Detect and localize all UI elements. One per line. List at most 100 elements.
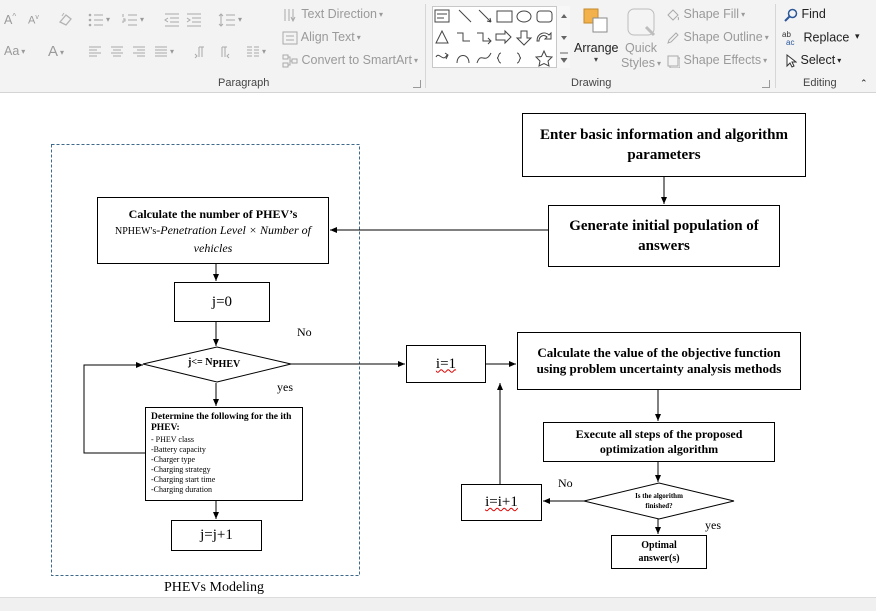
ii1-box[interactable]: i=i+1: [461, 484, 542, 521]
quick-styles-label-1: Quick: [625, 41, 657, 55]
numbering-icon: [122, 13, 137, 26]
rtl-button[interactable]: [216, 44, 230, 59]
ltr-button[interactable]: [194, 44, 208, 59]
execute-box[interactable]: Execute all steps of the proposed optimi…: [543, 422, 775, 462]
separator: [775, 4, 776, 88]
align-center-icon: [111, 46, 123, 57]
bullets-icon: [88, 13, 103, 27]
shrink-font-button[interactable]: Av: [28, 14, 39, 27]
quick-styles-icon: [627, 8, 656, 37]
line-spacing-icon: [218, 12, 235, 27]
find-button[interactable]: Find: [784, 7, 826, 22]
paint-bucket-icon: [667, 8, 679, 21]
enter-info-box[interactable]: Enter basic information and algorithm pa…: [522, 113, 806, 177]
increase-indent-button[interactable]: [186, 12, 202, 27]
phev-modeling-group-border: [51, 144, 360, 576]
finished-diamond: [583, 482, 735, 520]
arrange-button[interactable]: Arrange ▾: [574, 6, 618, 64]
finished-text: Is the algorithm finished?: [635, 492, 683, 510]
decrease-indent-button[interactable]: [164, 12, 180, 27]
no-label-1: No: [297, 325, 312, 339]
ltr-icon: [194, 46, 204, 59]
phev-modeling-label: PHEVs Modeling: [164, 580, 264, 595]
shape-fill-label: Shape Fill: [683, 7, 740, 21]
align-right-button[interactable]: [132, 44, 146, 59]
change-case-label: Aa: [4, 44, 20, 58]
determine-list: - PHEV class-Battery capacity-Charger ty…: [151, 435, 297, 495]
shape-effects-button[interactable]: Shape Effects▾: [666, 53, 767, 68]
align-left-button[interactable]: [88, 44, 102, 59]
condition-j-main: j<= N: [188, 357, 213, 368]
no-label-2: No: [558, 476, 573, 490]
align-text-label: Align Text: [300, 30, 355, 44]
yes-label-1: yes: [277, 380, 293, 394]
determine-list-item: -Battery capacity: [151, 445, 206, 454]
optimal-text: Optimal answer(s): [638, 540, 680, 564]
search-icon: [784, 8, 798, 22]
shape-fill-button[interactable]: Shape Fill▾: [666, 7, 745, 22]
calc-objective-box[interactable]: Calculate the value of the objective fun…: [517, 332, 801, 390]
replace-caret-icon[interactable]: ▾: [855, 31, 860, 41]
convert-smartart-button[interactable]: Convert to SmartArt▾: [282, 53, 418, 68]
drawing-group-label: Drawing: [571, 77, 612, 89]
calc-phev-formula-text: -Penetration Level × Number of vehicles: [156, 222, 311, 255]
condition-j-text: j<= NPHEV: [188, 357, 240, 370]
line-spacing-button[interactable]: ▾: [218, 12, 242, 27]
arrange-label: Arrange: [574, 41, 619, 55]
determine-list-item: -Charging start time: [151, 475, 216, 484]
calc-phev-box[interactable]: Calculate the number of PHEV’s NPHEW's-P…: [97, 197, 329, 264]
change-case-button[interactable]: Aa▾: [4, 44, 26, 58]
font-color-button[interactable]: A▾: [48, 43, 65, 60]
quick-styles-button[interactable]: Quick Styles▾: [620, 6, 662, 71]
collapse-ribbon-icon[interactable]: ⌃: [860, 78, 868, 88]
shapes-gallery[interactable]: [432, 6, 570, 68]
execute-text: Execute all steps of the proposed optimi…: [575, 427, 743, 456]
increase-indent-icon: [186, 13, 201, 27]
align-right-icon: [133, 46, 145, 57]
calc-phev-formula-sub: NPHEW's: [115, 225, 157, 237]
optimal-box[interactable]: Optimal answer(s): [611, 535, 707, 569]
align-text-button[interactable]: Align Text▾: [282, 30, 361, 45]
generate-population-box[interactable]: Generate initial population of answers: [548, 205, 780, 267]
determine-list-item: -Charger type: [151, 455, 196, 464]
numbering-button[interactable]: ▾: [122, 12, 144, 27]
shapes-gallery-scroll[interactable]: [556, 6, 570, 68]
columns-button[interactable]: ▾: [246, 44, 266, 59]
quick-styles-label-2: Styles▾: [620, 56, 662, 70]
shape-effects-label: Shape Effects: [683, 53, 762, 67]
bullets-button[interactable]: ▾: [88, 12, 110, 27]
determine-box[interactable]: Determine the following for the ith PHEV…: [145, 407, 303, 501]
calc-phev-formula: NPHEW's-Penetration Level × Number of ve…: [102, 222, 324, 256]
paragraph-launcher-icon[interactable]: [413, 80, 421, 88]
editing-group-label: Editing: [803, 77, 837, 89]
determine-list-item: -Charging strategy: [151, 465, 211, 474]
i1-box[interactable]: i=1: [406, 345, 486, 383]
shape-outline-button[interactable]: Shape Outline▾: [666, 30, 769, 45]
pencil-icon: [667, 31, 679, 44]
clear-formatting-icon[interactable]: [58, 11, 74, 27]
text-direction-button[interactable]: Text Direction▾: [282, 7, 383, 22]
calc-phev-title: Calculate the number of PHEV’s: [128, 206, 298, 221]
drawing-launcher-icon[interactable]: [762, 80, 770, 88]
separator: [425, 4, 426, 88]
condition-j-sub: PHEV: [212, 359, 241, 370]
find-label: Find: [801, 7, 826, 21]
jj1-box[interactable]: j=j+1: [171, 520, 262, 551]
jj1-text: j=j+1: [200, 527, 233, 543]
justify-button[interactable]: ▾: [154, 44, 174, 59]
determine-list-item: - PHEV class: [151, 435, 194, 444]
grow-font-button[interactable]: A^: [4, 12, 17, 28]
align-center-button[interactable]: [110, 44, 124, 59]
generate-population-text: Generate initial population of answers: [569, 218, 759, 254]
select-button[interactable]: Select▾: [785, 53, 841, 68]
cursor-icon: [786, 53, 797, 68]
gallery-scroll-icon: [560, 14, 568, 63]
determine-list-item: -Charging duration: [151, 485, 212, 494]
justify-icon: [155, 46, 167, 57]
j0-text: j=0: [211, 293, 233, 310]
paragraph-group-label: Paragraph: [218, 77, 270, 89]
arrange-icon: [583, 8, 608, 33]
j0-box[interactable]: j=0: [174, 282, 270, 322]
